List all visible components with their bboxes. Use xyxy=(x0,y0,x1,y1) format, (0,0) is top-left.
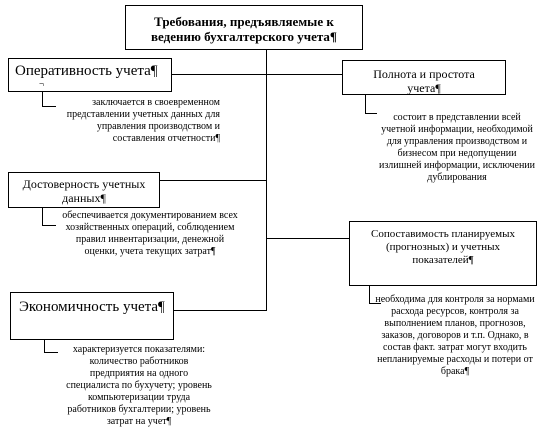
polnota-box: Полнота и простота учета¶ xyxy=(342,60,506,95)
connector-to-sopostavimost xyxy=(266,238,349,239)
sopostavimost-box: Сопоставимость планируемых (прогнозных) … xyxy=(349,221,537,286)
bracket-polnota-h xyxy=(365,113,377,114)
title-box: Требования, предъявляемые к ведению бухг… xyxy=(125,5,363,50)
connector-to-ekonomichnost xyxy=(174,310,267,311)
dostovernost-desc: обеспечивается документированием всех хо… xyxy=(62,210,238,257)
bracket-dostovernost-h xyxy=(42,225,56,226)
bracket-ekonomichnost-h xyxy=(44,352,58,353)
bracket-ekonomichnost-v xyxy=(44,340,45,353)
connector-to-polnota xyxy=(266,74,342,75)
connector-to-dostovernost xyxy=(160,180,267,181)
operativnost-box: Оперативность учета¶ ¬ xyxy=(8,58,172,92)
connector-to-operativnost xyxy=(172,74,267,75)
ekonomichnost-header: Экономичность учета¶ xyxy=(19,299,165,315)
bracket-dostovernost-v xyxy=(42,208,43,226)
bracket-operativnost-h xyxy=(42,106,56,107)
sopostavimost-desc: необходима для контроля за нормами расхо… xyxy=(375,294,535,377)
bracket-polnota-v xyxy=(365,95,366,114)
ekonomichnost-desc: характеризуется показателями: количество… xyxy=(66,344,212,427)
operativnost-header: Оперативность учета¶ xyxy=(15,63,158,79)
ekonomichnost-box: Экономичность учета¶ xyxy=(10,292,174,340)
operativnost-para-mark: ¬ xyxy=(39,79,45,89)
dostovernost-box: Достоверность учетных данных¶ xyxy=(8,172,160,208)
diagram-title: Требования, предъявляемые к ведению бухг… xyxy=(151,14,337,44)
bracket-sopostavimost-h xyxy=(369,303,381,304)
connector-vertical-trunk xyxy=(266,49,267,310)
bracket-sopostavimost-v xyxy=(369,286,370,304)
polnota-desc: состоит в представлении всей учетной инф… xyxy=(378,112,536,183)
sopostavimost-header: Сопоставимость планируемых (прогнозных) … xyxy=(371,228,515,266)
bracket-operativnost-v xyxy=(42,92,43,107)
dostovernost-header: Достоверность учетных данных¶ xyxy=(22,177,146,205)
operativnost-desc: заключается в своевременном представлени… xyxy=(66,97,220,144)
polnota-header: Полнота и простота учета¶ xyxy=(373,67,475,95)
